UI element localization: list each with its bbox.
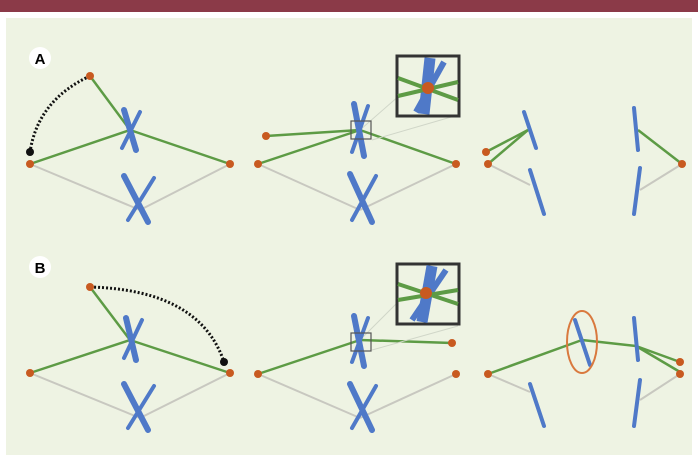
blue-shape — [350, 101, 370, 159]
panel-a-diagram-3 — [482, 110, 546, 216]
zoom-box — [350, 332, 372, 352]
blue-shape — [122, 315, 144, 363]
blue-shape — [632, 316, 640, 362]
blue-shape — [347, 381, 378, 433]
panel-b: B — [26, 256, 684, 433]
blue-shape — [350, 313, 370, 369]
header-bar — [0, 0, 698, 12]
panel-a-diagram-1 — [26, 72, 234, 225]
panel-a-label: A — [35, 51, 46, 68]
blue-shape — [522, 110, 538, 150]
panel-a-diagram-4 — [632, 106, 686, 216]
blue-shape — [121, 381, 156, 433]
zoom-box — [350, 120, 372, 140]
panel-b-label: B — [35, 260, 46, 277]
panel-a-diagram-2 — [254, 54, 461, 225]
blue-shape — [632, 106, 640, 152]
blue-shape — [121, 173, 156, 225]
panel-b-diagram-2 — [254, 262, 461, 433]
blue-shape — [528, 168, 546, 216]
inset-zoom — [395, 54, 461, 118]
panel-b-diagram-1 — [26, 283, 234, 433]
blue-shape — [120, 107, 142, 153]
inset-zoom — [395, 262, 461, 326]
blue-shape — [632, 378, 642, 428]
blue-shape — [528, 382, 546, 428]
panel-a: A — [26, 47, 686, 225]
blue-shape — [347, 171, 378, 225]
figure-background — [6, 18, 692, 455]
blue-shape — [632, 166, 642, 216]
highlight-ellipse — [566, 310, 598, 374]
panel-b-diagram-3 — [484, 310, 684, 428]
blue-shape — [573, 318, 592, 367]
